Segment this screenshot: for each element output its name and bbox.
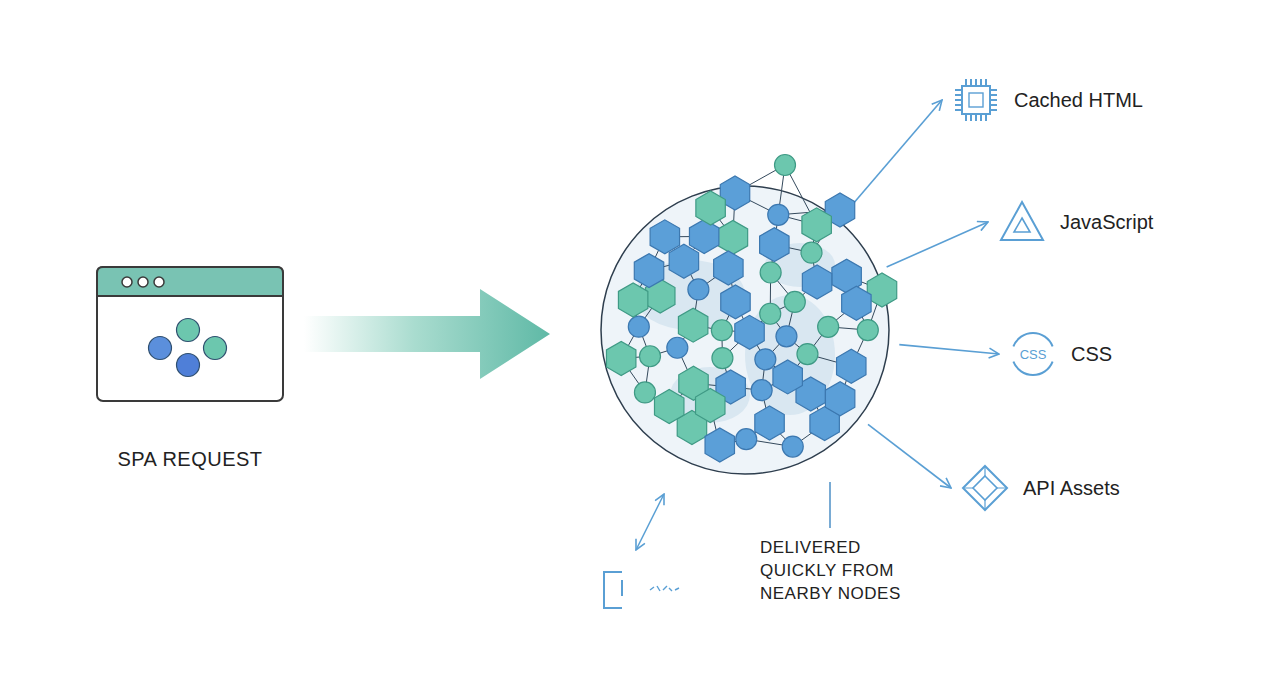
- edge-node-dot: [797, 344, 818, 365]
- browser-window: [96, 266, 284, 402]
- window-dot: [138, 277, 148, 287]
- request-arrow: [304, 289, 550, 379]
- edge-node-hex: [802, 208, 831, 242]
- node: Cached HTML: [952, 76, 1143, 124]
- connector: [846, 100, 942, 212]
- edge-node-hex: [696, 191, 725, 225]
- app-dot: [177, 319, 200, 342]
- globe-outline: [601, 186, 889, 474]
- edge-node-hex: [705, 428, 734, 462]
- asset-icon: CSS: [1009, 330, 1057, 378]
- edge-node-dot: [639, 346, 660, 367]
- delivery-arrow: [899, 345, 999, 354]
- edge-node-dot: [782, 436, 803, 457]
- edge-node-hex: [802, 265, 831, 299]
- edge-node-hex: [718, 220, 747, 254]
- connector: [887, 222, 988, 267]
- edge-node-dot: [818, 316, 839, 337]
- edge-node-dot: [688, 279, 709, 300]
- window-frame: [97, 267, 283, 401]
- edge-node-hex: [678, 308, 707, 342]
- sync-arrow: [636, 494, 664, 550]
- edge-node-hex: [618, 283, 647, 317]
- connector: [868, 424, 951, 488]
- caption-label: DELIVERED QUICKLY FROM NEARBY NODES: [760, 537, 932, 606]
- leader-line: [829, 482, 831, 528]
- edge-node-dot: [628, 316, 649, 337]
- request-label: SPA REQUEST: [66, 446, 314, 473]
- edge-node-dot: [634, 382, 655, 403]
- tri-icon: [1001, 202, 1043, 240]
- app-dot: [177, 354, 200, 377]
- edge-node-dot: [760, 262, 781, 283]
- node: JavaScript: [998, 198, 1153, 246]
- chip-icon: [955, 79, 997, 121]
- edge-node-hex: [696, 389, 725, 423]
- edge-node-hex: [755, 406, 784, 440]
- edge-node-dot: [667, 337, 688, 358]
- asset-label: CSS: [1071, 343, 1112, 366]
- asset-icon: [998, 198, 1046, 246]
- window-dot: [122, 277, 132, 287]
- node: DELIVERED QUICKLY FROM NEARBY NODES: [600, 185, 890, 475]
- continent: [745, 295, 835, 415]
- edge-node-dot: [775, 155, 796, 176]
- edge-node-hex: [634, 254, 663, 288]
- app-dot: [204, 337, 227, 360]
- edge-node-dot: [857, 320, 878, 341]
- connector: [304, 289, 550, 379]
- connector: [899, 345, 999, 354]
- edge-node-hex: [721, 285, 750, 319]
- asset-icon: [961, 464, 1009, 512]
- app-dot: [149, 337, 172, 360]
- edge-node-hex: [650, 220, 679, 254]
- storage-icon: [604, 572, 679, 608]
- edge-node-hex: [606, 341, 635, 375]
- edge-node-dot: [711, 320, 732, 341]
- edge-node-hex: [825, 382, 854, 416]
- edge-node-dot: [784, 291, 805, 312]
- edge-node-dot: [712, 348, 733, 369]
- edge-node-dot: [776, 326, 797, 347]
- edge-node-dot: [760, 303, 781, 324]
- cdn-globe: [600, 185, 890, 475]
- node: SPA REQUEST: [96, 266, 284, 402]
- delivery-arrow: [887, 222, 988, 267]
- title-bar: [97, 267, 283, 296]
- edge-node-dot: [768, 204, 789, 225]
- edge-node-hex: [760, 228, 789, 262]
- delivery-arrow: [868, 424, 951, 488]
- diamond-icon: [963, 466, 1007, 510]
- asset-label: Cached HTML: [1014, 89, 1143, 112]
- edge-node-hex: [735, 315, 764, 349]
- edge-node-hex: [773, 360, 802, 394]
- edge-node-dot: [755, 349, 776, 370]
- edge-node-hex: [654, 390, 683, 424]
- icon-text: CSS: [1009, 330, 1057, 378]
- edge-node-dot: [801, 242, 822, 263]
- asset-icon: [952, 76, 1000, 124]
- asset-label: JavaScript: [1060, 211, 1153, 234]
- node: API Assets: [961, 464, 1120, 512]
- edge-node-dot: [751, 380, 772, 401]
- asset-label: API Assets: [1023, 477, 1120, 500]
- delivery-arrow: [846, 100, 942, 212]
- edge-node-hex: [837, 349, 866, 383]
- edge-node-hex: [689, 219, 718, 253]
- edge-node-dot: [736, 429, 757, 450]
- window-dot: [154, 277, 164, 287]
- edge-node-hex: [714, 251, 743, 285]
- node: CSS CSS: [1009, 330, 1112, 378]
- edge-node-hex: [842, 286, 871, 320]
